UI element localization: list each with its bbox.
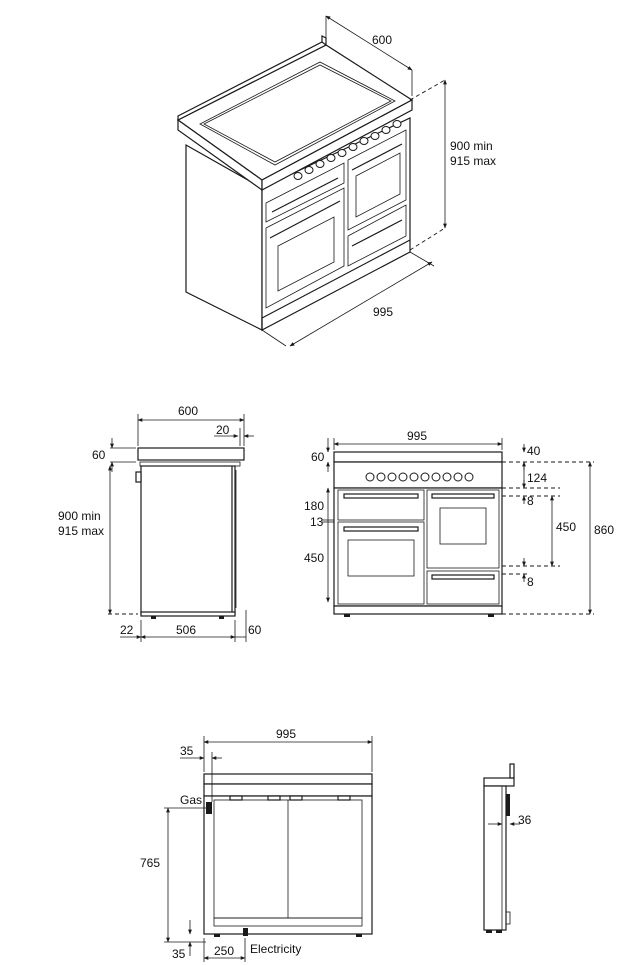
front-r5-label: 860 — [594, 523, 614, 537]
side-body — [140, 465, 236, 615]
side-width-label: 600 — [178, 404, 198, 418]
front-r6-label: 8 — [527, 575, 534, 589]
back-electricity-label: Electricity — [250, 942, 301, 956]
iso-left-top-drawer — [265, 162, 345, 223]
iso-height-max-label: 915 max — [450, 154, 496, 168]
iso-length-label: 995 — [373, 305, 393, 319]
side-offset-label: 20 — [216, 423, 230, 437]
front-l1-label: 180 — [304, 499, 324, 513]
back-worktop — [203, 773, 373, 785]
front-view: 995 60 40 124 8 450 8 860 180 13 450 — [304, 429, 614, 617]
side-height-max-label: 915 max — [58, 524, 104, 538]
front-body — [333, 487, 503, 607]
profile-top — [483, 777, 515, 787]
front-r4-label: 450 — [556, 520, 576, 534]
back-width-label: 995 — [276, 727, 296, 741]
side-depth-label: 506 — [176, 623, 196, 637]
side-left-gap-label: 22 — [120, 623, 134, 637]
back-gas-label: Gas — [180, 793, 202, 807]
front-right-oven — [426, 489, 500, 569]
profile-view: 36 — [483, 763, 532, 933]
front-r1-label: 40 — [527, 444, 541, 458]
back-gas-connector — [206, 802, 212, 814]
iso-right-oven-door — [347, 129, 407, 231]
isometric-view: 600 900 min 915 max 995 — [176, 15, 496, 347]
iso-height-min-label: 900 min — [450, 139, 493, 153]
iso-hob-area — [199, 61, 396, 166]
back-elec-offset-label: 250 — [214, 944, 234, 958]
front-worktop — [333, 451, 503, 463]
front-r2-label: 124 — [527, 471, 547, 485]
iso-width-label: 600 — [372, 33, 392, 47]
back-bottom-label: 35 — [172, 947, 186, 961]
front-left-drawer — [337, 489, 425, 521]
front-width-label: 995 — [407, 429, 427, 443]
front-l2-label: 13 — [310, 515, 324, 529]
side-worktop — [137, 447, 245, 461]
front-left-oven — [337, 521, 425, 605]
back-height-label: 765 — [140, 856, 160, 870]
iso-right-drawer — [347, 204, 407, 267]
back-electric-connector — [243, 928, 248, 936]
side-right-gap-label: 60 — [248, 623, 262, 637]
front-right-drawer — [426, 570, 500, 605]
front-knobs — [365, 472, 474, 482]
back-left-offset-label: 35 — [180, 744, 194, 758]
profile-body — [483, 785, 507, 931]
side-height-min-label: 900 min — [58, 509, 101, 523]
front-r3-label: 8 — [527, 494, 534, 508]
back-view: 995 35 Gas 765 35 250 Electricity — [140, 727, 373, 962]
front-top-label: 60 — [311, 450, 325, 464]
side-top-thick-label: 60 — [92, 448, 106, 462]
front-l3-label: 450 — [304, 551, 324, 565]
side-view: 600 20 60 900 min 915 max 22 506 60 — [58, 404, 262, 642]
profile-depth-label: 36 — [518, 813, 532, 827]
profile-connector — [506, 794, 510, 816]
iso-control-knobs — [293, 120, 402, 180]
